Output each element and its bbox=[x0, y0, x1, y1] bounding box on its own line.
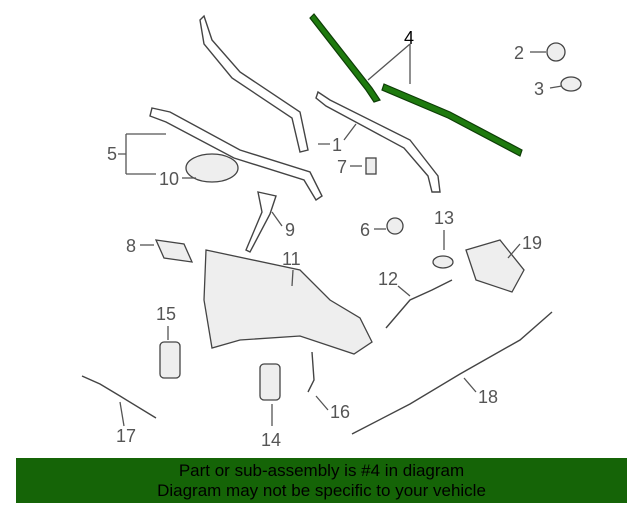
callout-5[interactable]: 5 bbox=[107, 144, 117, 164]
washer-pump-14[interactable] bbox=[259, 363, 281, 401]
callout-9[interactable]: 9 bbox=[285, 220, 295, 240]
wiper-arm-right[interactable] bbox=[315, 90, 441, 193]
callout-6[interactable]: 6 bbox=[360, 220, 370, 240]
wiper-arm-left[interactable] bbox=[199, 14, 309, 153]
callout-1[interactable]: 1 bbox=[332, 135, 342, 155]
notice-banner: Part or sub-assembly is #4 in diagram Di… bbox=[16, 458, 627, 503]
callout-8[interactable]: 8 bbox=[126, 236, 136, 256]
callout-3[interactable]: 3 bbox=[534, 79, 544, 99]
banner-line-1: Part or sub-assembly is #4 in diagram bbox=[178, 461, 465, 480]
callout-12[interactable]: 12 bbox=[378, 269, 398, 289]
washer-reservoir[interactable] bbox=[203, 249, 373, 355]
callout-4[interactable]: 4 bbox=[404, 28, 414, 48]
wiper-motor[interactable] bbox=[185, 153, 239, 183]
cap[interactable] bbox=[560, 76, 582, 92]
bracket-19[interactable] bbox=[465, 239, 525, 293]
wiper-blade-left[interactable] bbox=[309, 13, 381, 103]
filler-neck[interactable] bbox=[385, 279, 453, 329]
callout-18[interactable]: 18 bbox=[478, 387, 498, 407]
callout-15[interactable]: 15 bbox=[156, 304, 176, 324]
bracket-8[interactable] bbox=[154, 239, 194, 263]
callout-13[interactable]: 13 bbox=[434, 208, 454, 228]
bolt[interactable] bbox=[365, 157, 377, 175]
sensor-16[interactable] bbox=[307, 351, 315, 393]
filler-cap[interactable] bbox=[432, 255, 454, 269]
callout-7[interactable]: 7 bbox=[337, 157, 347, 177]
hose-18[interactable] bbox=[351, 311, 553, 435]
callout-17[interactable]: 17 bbox=[116, 426, 136, 446]
callout-10[interactable]: 10 bbox=[159, 169, 179, 189]
callouts: 1 2 3 4 5 6 7 8 9 10 11 12 13 14 15 16 1… bbox=[107, 28, 563, 450]
callout-14[interactable]: 14 bbox=[261, 430, 281, 450]
screw[interactable] bbox=[386, 217, 404, 235]
banner-line-2: Diagram may not be specific to your vehi… bbox=[157, 481, 486, 500]
washer-pump-15[interactable] bbox=[159, 341, 181, 379]
leader-4 bbox=[367, 43, 411, 84]
callout-2[interactable]: 2 bbox=[514, 43, 524, 63]
hose-17[interactable] bbox=[81, 375, 157, 419]
wiper-blade-right[interactable] bbox=[381, 83, 523, 157]
wiper-linkage[interactable] bbox=[149, 107, 323, 201]
callout-11[interactable]: 11 bbox=[282, 249, 301, 269]
nut[interactable] bbox=[546, 42, 566, 62]
bracket-9[interactable] bbox=[245, 191, 277, 253]
callout-19[interactable]: 19 bbox=[522, 233, 542, 253]
callout-16[interactable]: 16 bbox=[330, 402, 350, 422]
